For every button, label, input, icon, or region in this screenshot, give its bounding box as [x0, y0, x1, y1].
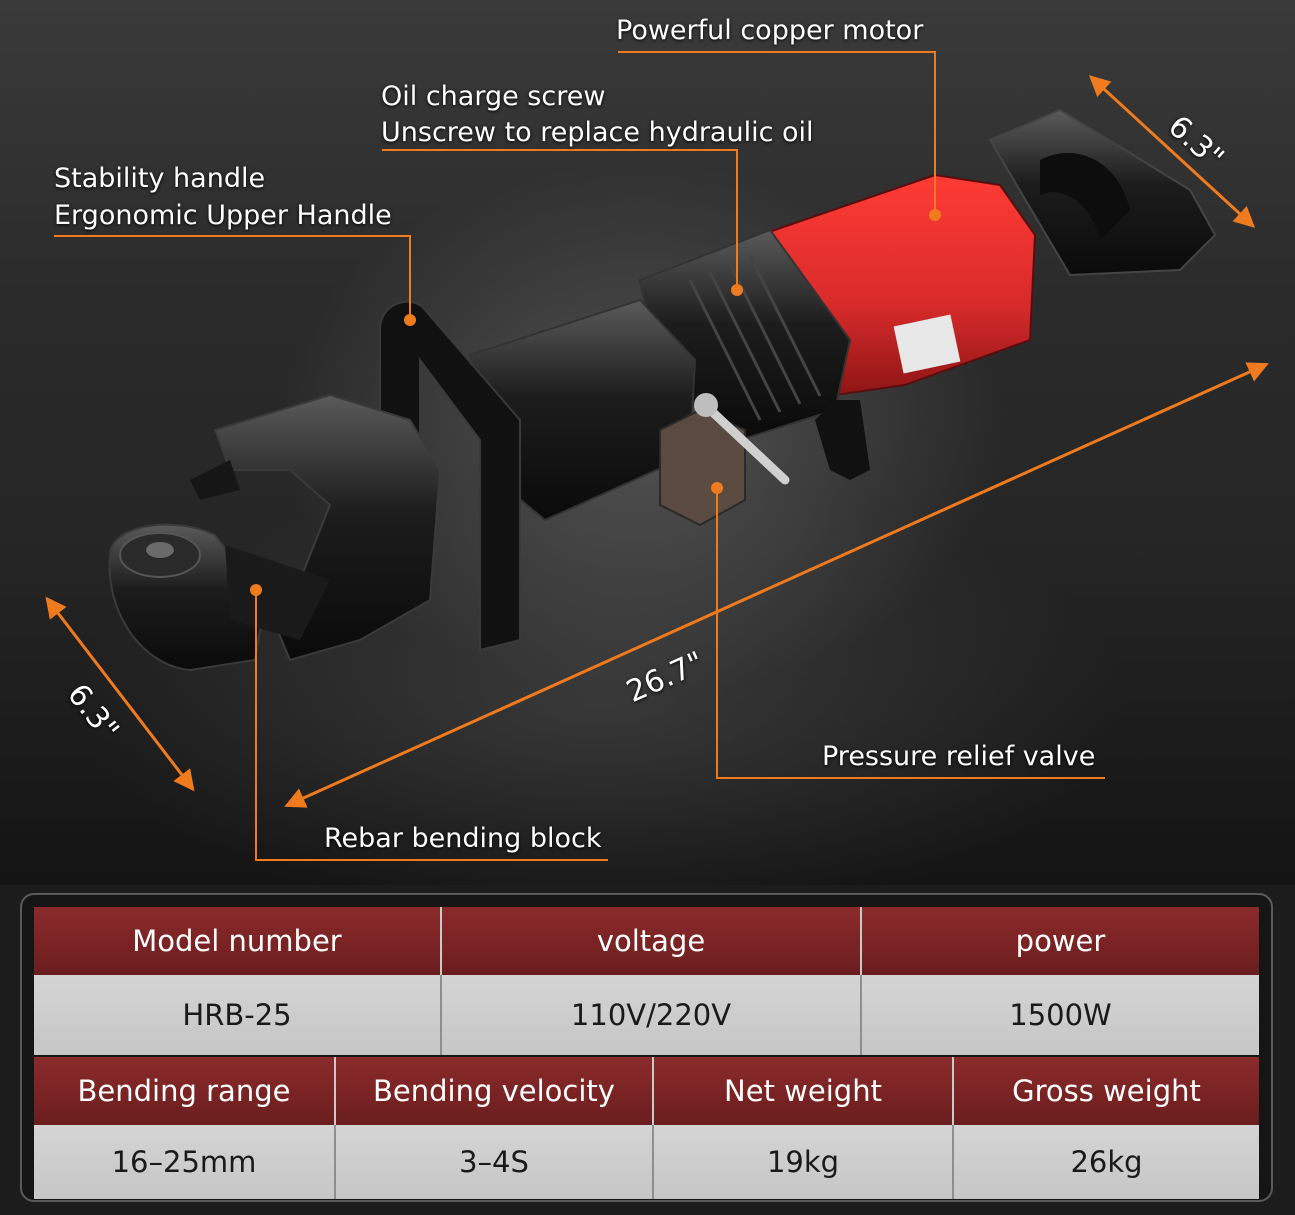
spec-row-secondary: Bending range Bending velocity Net weigh…	[34, 1057, 1259, 1199]
spec-value-model: HRB-25	[34, 975, 442, 1055]
valve-callout: Pressure relief valve	[822, 741, 1096, 772]
oil-screw-callout-detail: Unscrew to replace hydraulic oil	[381, 117, 814, 148]
spec-row-primary: Model number voltage power HRB-25 110V/2…	[34, 907, 1259, 1055]
spec-header-gross-weight: Gross weight	[954, 1057, 1259, 1125]
dimension-arrows	[45, 75, 1269, 808]
rebar-bender-illustration	[45, 51, 1269, 861]
spec-header-bending-range: Bending range	[34, 1057, 336, 1125]
spec-header-bending-velocity: Bending velocity	[336, 1057, 654, 1125]
spec-value-bending-range: 16–25mm	[34, 1125, 336, 1199]
product-scene: Powerful copper motor Oil charge screw U…	[0, 0, 1295, 885]
spec-value-power: 1500W	[862, 975, 1259, 1055]
handle-callout-detail: Ergonomic Upper Handle	[54, 200, 392, 231]
spec-header-power: power	[862, 907, 1259, 975]
spec-header-net-weight: Net weight	[654, 1057, 954, 1125]
oil-screw-callout: Oil charge screw	[381, 81, 606, 112]
bending-block-callout: Rebar bending block	[324, 823, 602, 854]
specification-table: Model number voltage power HRB-25 110V/2…	[20, 893, 1273, 1202]
spec-value-bending-velocity: 3–4S	[336, 1125, 654, 1199]
spec-value-gross-weight: 26kg	[954, 1125, 1259, 1199]
spec-value-voltage: 110V/220V	[442, 975, 862, 1055]
handle-callout: Stability handle	[54, 163, 266, 194]
spec-header-voltage: voltage	[442, 907, 862, 975]
motor-callout: Powerful copper motor	[616, 15, 924, 46]
spec-value-net-weight: 19kg	[654, 1125, 954, 1199]
tool-body	[108, 108, 1217, 672]
spec-header-model: Model number	[34, 907, 442, 975]
